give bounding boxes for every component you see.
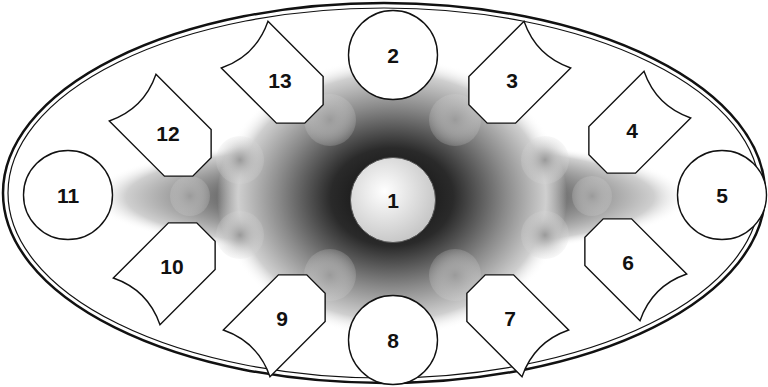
callout-number: 13: [268, 70, 291, 91]
shield-shape: [221, 21, 337, 137]
circle-shape: [349, 296, 438, 385]
numbered-circle: 11: [22, 149, 114, 241]
shield-shape: [575, 71, 691, 187]
callout-number: 3: [506, 70, 518, 91]
shield-shape: [223, 261, 339, 377]
shield-shape: [453, 261, 569, 377]
callout-number: 8: [387, 330, 399, 351]
callout-number: 5: [716, 185, 728, 206]
callout-number: 12: [156, 123, 179, 144]
scallops: [170, 94, 612, 301]
callout-number: 11: [57, 185, 79, 206]
numbered-circle: 5: [676, 149, 768, 241]
numbered-shield: 7: [448, 256, 572, 380]
circle-shape: [24, 151, 113, 240]
shield-shape: [571, 205, 687, 321]
callout-number: 4: [626, 120, 638, 141]
numbered-circle: 2: [347, 9, 439, 101]
numbered-shield: 12: [106, 71, 230, 195]
shield-shape: [455, 21, 571, 137]
callout-number: 1: [387, 190, 399, 211]
circle-shape: [678, 151, 767, 240]
numbered-shield: 4: [570, 68, 694, 192]
numbered-shield: 3: [450, 18, 574, 142]
callout-number: 9: [276, 308, 288, 329]
numbered-shield: 10: [110, 204, 234, 328]
numbered-circle: 1: [349, 156, 437, 244]
shield-shape: [109, 74, 225, 190]
circle-shape: [349, 11, 438, 100]
callout-number: 7: [504, 308, 516, 329]
callout-number: 10: [160, 256, 183, 277]
numbered-shield: 9: [220, 256, 344, 380]
numbered-circle: 8: [347, 294, 439, 386]
callout-number: 2: [387, 45, 399, 66]
shield-shape: [113, 209, 229, 325]
circle-shape: [351, 158, 436, 243]
callout-number: 6: [622, 252, 634, 273]
numbered-shield: 13: [218, 18, 342, 142]
numbered-shield: 6: [566, 200, 690, 324]
